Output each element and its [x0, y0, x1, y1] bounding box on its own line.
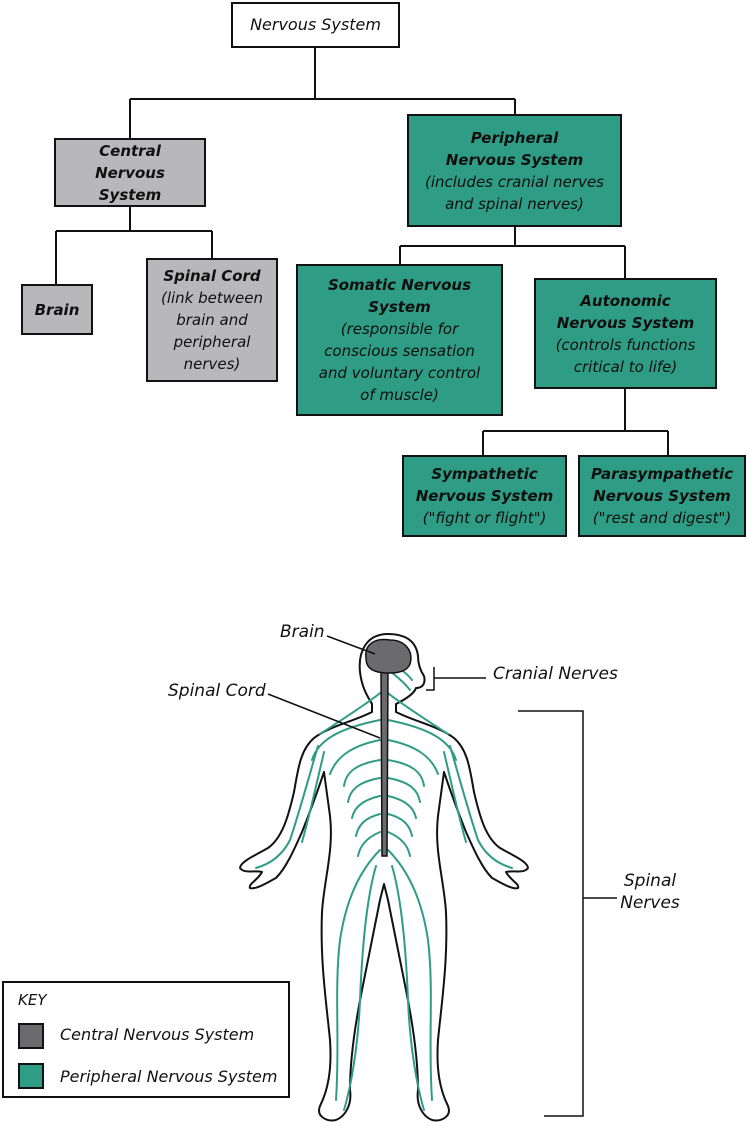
sympathetic-box: Sympathetic Nervous System ("fight or fl… — [402, 455, 567, 537]
parasympathetic-title: Parasympathetic Nervous System — [590, 465, 734, 505]
somatic-desc: (responsible for conscious sensation and… — [318, 320, 481, 404]
somatic-box: Somatic Nervous System (responsible for … — [296, 264, 503, 416]
cns-swatch — [18, 1023, 44, 1049]
spinal-cord-title: Spinal Cord — [163, 267, 261, 285]
body-outline — [239, 633, 529, 1122]
human-body-figure — [239, 633, 529, 1122]
spinal-cord-label: Spinal Cord — [168, 681, 266, 701]
pns-desc: (includes cranial nerves and spinal nerv… — [424, 172, 604, 213]
brain-title: Brain — [34, 300, 80, 319]
brain-label: Brain — [280, 622, 325, 642]
cns-title: Central Nervous System — [95, 141, 165, 204]
autonomic-box: Autonomic Nervous System (controls funct… — [534, 278, 717, 389]
somatic-title: Somatic Nervous System — [327, 276, 472, 316]
parasympathetic-box: Parasympathetic Nervous System ("rest an… — [578, 455, 746, 537]
spinal-cord-box: Spinal Cord (link between brain and peri… — [146, 258, 278, 382]
label-leaders — [267, 635, 617, 1117]
nervous-system-label: Nervous System — [250, 15, 381, 34]
chart-connectors — [55, 48, 669, 455]
pns-box: Peripheral Nervous System (includes cran… — [407, 114, 622, 227]
spinal-nerves-label: Spinal Nerves — [620, 871, 680, 913]
spinal-cord-shape — [380, 667, 389, 857]
peripheral-nerves — [255, 661, 513, 1111]
spinal-cord-desc: (link between brain and peripheral nerve… — [160, 289, 263, 373]
autonomic-title: Autonomic Nervous System — [556, 291, 695, 332]
brain-box: Brain — [21, 284, 93, 335]
key-title: KEY — [18, 991, 47, 1009]
key-label-cns: Central Nervous System — [60, 1025, 255, 1044]
cranial-nerves-label: Cranial Nerves — [493, 664, 618, 684]
autonomic-desc: (controls functions critical to life) — [555, 335, 696, 376]
nervous-system-box: Nervous System — [231, 2, 400, 48]
key-label-pns: Peripheral Nervous System — [60, 1067, 278, 1086]
sympathetic-title: Sympathetic Nervous System — [415, 465, 554, 505]
pns-title: Peripheral Nervous System — [445, 128, 584, 169]
pns-swatch — [18, 1063, 44, 1089]
key-legend: KEY Central Nervous System Peripheral Ne… — [2, 981, 290, 1098]
brain-shape — [365, 638, 412, 674]
sympathetic-desc: ("fight or flight") — [422, 509, 547, 527]
parasympathetic-desc: ("rest and digest") — [592, 509, 732, 527]
cns-box: Central Nervous System — [54, 138, 206, 207]
